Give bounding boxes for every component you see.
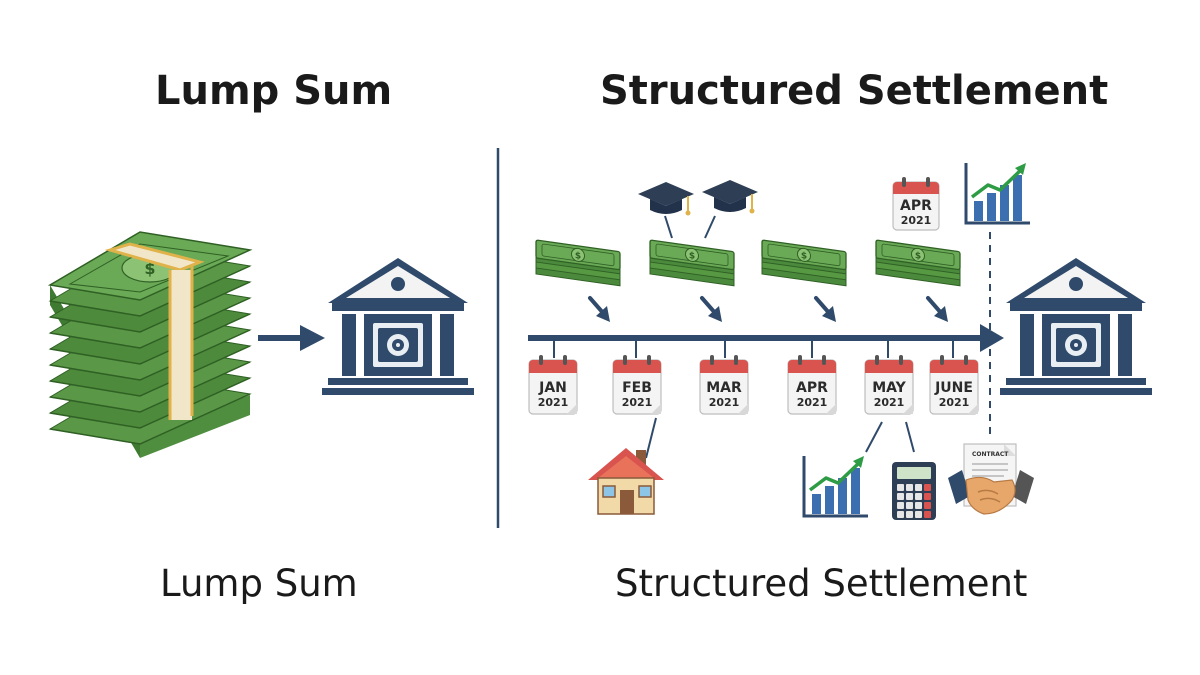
cash-bundle-icon — [649, 239, 735, 287]
calendar-year-label: 2021 — [797, 396, 828, 409]
arrow-down-icon — [588, 296, 612, 324]
arrow-down-icon — [700, 296, 724, 324]
contract-label: CONTRACT — [972, 451, 1009, 458]
bank-icon — [321, 257, 475, 396]
cash-bundle-icon — [875, 239, 961, 287]
top-calendar-year: 2021 — [901, 214, 932, 227]
arrow-down-icon — [926, 296, 950, 324]
svg-text:$: $ — [144, 259, 155, 278]
calendar-month-label: JAN — [538, 380, 567, 396]
structured-settlement-caption: Structured Settlement — [615, 562, 1028, 605]
house-icon — [588, 448, 664, 515]
calendar-year-label: 2021 — [622, 396, 653, 409]
calendar-month-label: APR — [796, 380, 828, 396]
cash-bundle-icon — [761, 239, 847, 287]
calendar-month-label: FEB — [622, 380, 652, 396]
handshake-icon — [948, 470, 1034, 515]
bank-icon — [999, 257, 1153, 396]
growth-chart-icon — [964, 161, 1032, 225]
calendar-year-label: 2021 — [874, 396, 905, 409]
cash-bundle-icon — [535, 239, 621, 287]
calendar-icon: APR 2021 — [892, 177, 940, 231]
lump-sum-caption: Lump Sum — [160, 562, 358, 605]
arrow-right-icon — [258, 325, 325, 351]
calendar-month-label: MAY — [872, 380, 906, 396]
arrow-down-icon — [814, 296, 838, 324]
calendar-year-label: 2021 — [538, 396, 569, 409]
structured-settlement-title: Structured Settlement — [600, 68, 1109, 114]
lump-sum-title: Lump Sum — [155, 68, 393, 114]
timeline-axis — [528, 324, 1004, 358]
growth-chart-icon — [802, 454, 870, 518]
calendar-month-label: JUNE — [934, 380, 973, 396]
top-calendar-month: APR — [900, 198, 932, 214]
graduation-cap-icon — [637, 181, 695, 217]
calculator-icon — [892, 462, 936, 520]
graduation-cap-icon — [701, 179, 759, 215]
calendar-month-label: MAR — [706, 380, 742, 396]
money-stack-icon: $ — [47, 231, 253, 458]
calendar-year-label: 2021 — [709, 396, 740, 409]
calendar-year-label: 2021 — [939, 396, 970, 409]
